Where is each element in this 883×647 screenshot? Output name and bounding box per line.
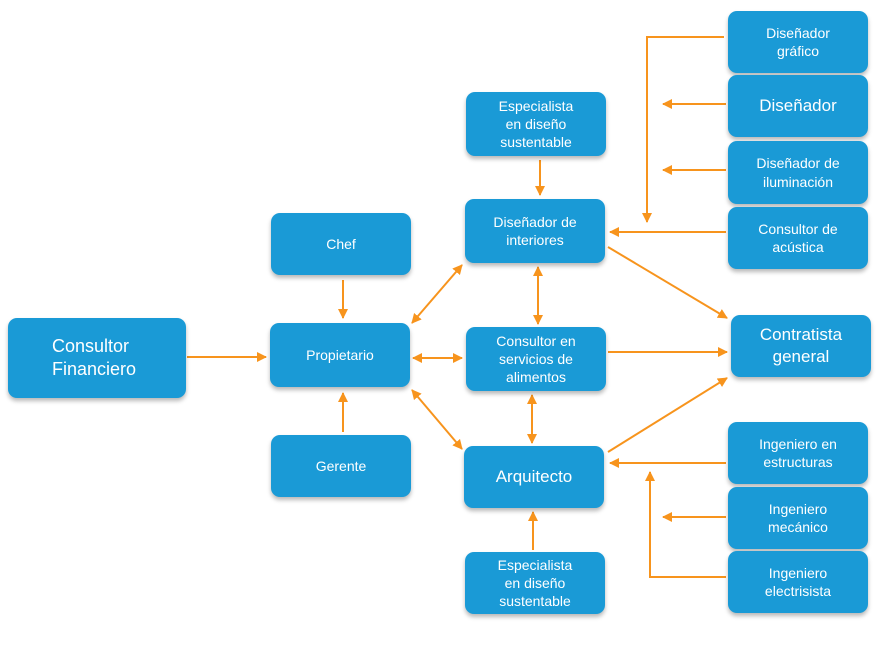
arrow-propietario-interiores	[411, 264, 463, 324]
node-especialista-top: Especialista en diseño sustentable	[466, 92, 606, 156]
arrow-grafico-interiores	[642, 36, 724, 223]
node-ingeniero-estructuras: Ingeniero en estructuras	[728, 422, 868, 484]
node-disenador-iluminacion: Diseñador de iluminación	[728, 141, 868, 204]
node-propietario: Propietario	[270, 323, 410, 387]
arrow-electrisista-arquitecto	[645, 471, 726, 578]
node-contratista-general: Contratista general	[731, 315, 871, 377]
node-disenador-grafico: Diseñador gráfico	[728, 11, 868, 73]
node-disenador: Diseñador	[728, 75, 868, 137]
node-arquitecto: Arquitecto	[464, 446, 604, 508]
node-consultor-financiero: Consultor Financiero	[8, 318, 186, 398]
node-especialista-bottom: Especialista en diseño sustentable	[465, 552, 605, 614]
node-ingeniero-electrisista: Ingeniero electrisista	[728, 551, 868, 613]
node-disenador-interiores: Diseñador de interiores	[465, 199, 605, 263]
node-consultor-acustica: Consultor de acústica	[728, 207, 868, 269]
node-consultor-alimentos: Consultor en servicios de alimentos	[466, 327, 606, 391]
arrow-propietario-arquitecto	[411, 389, 463, 450]
arrow-arquitecto-contratista	[607, 377, 728, 453]
node-gerente: Gerente	[271, 435, 411, 497]
node-ingeniero-mecanico: Ingeniero mecánico	[728, 487, 868, 549]
node-chef: Chef	[271, 213, 411, 275]
arrow-interiores-contratista	[607, 246, 728, 319]
